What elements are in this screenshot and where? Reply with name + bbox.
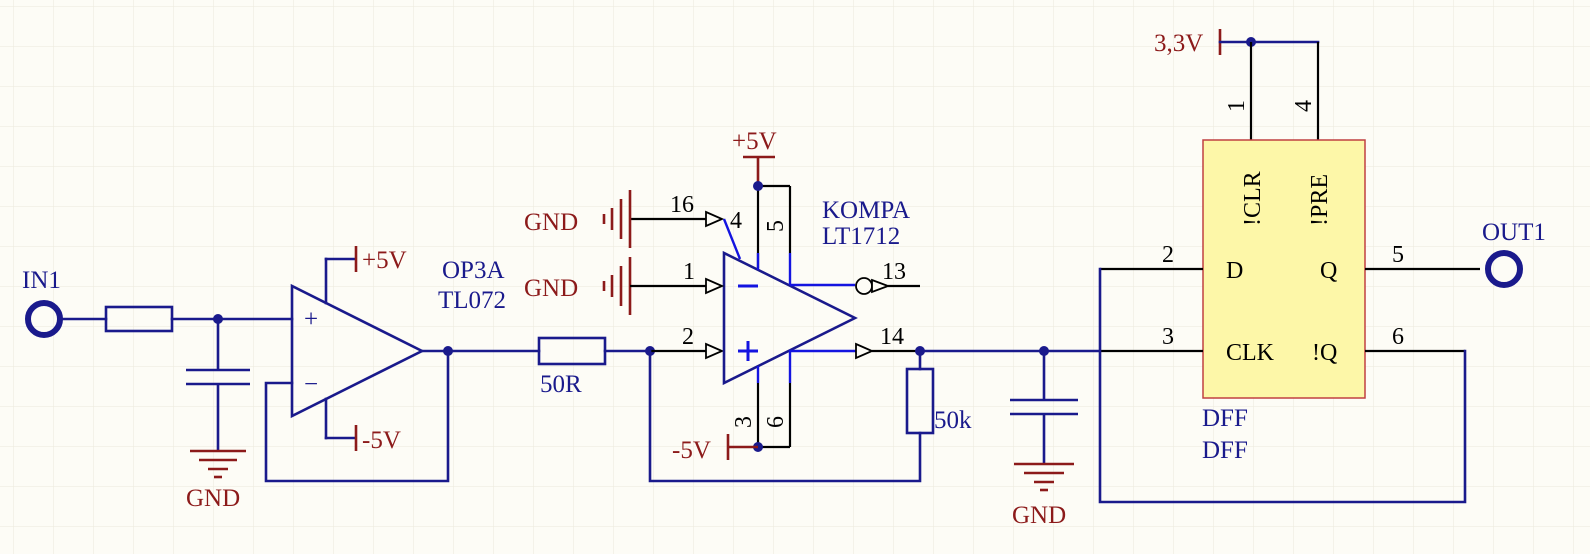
dff-pin2-number: 2 — [1162, 242, 1174, 268]
comp-pin2-arrow — [705, 342, 725, 360]
dff-pin1-number: 1 — [1224, 100, 1250, 112]
gnd-label-3: GND — [524, 275, 578, 302]
comp-pin13-arrow — [871, 278, 891, 294]
junction-node — [443, 346, 453, 356]
dff-pin4-number: 4 — [1291, 100, 1317, 112]
output-port-out1[interactable] — [1485, 250, 1523, 288]
gnd-symbol — [190, 449, 246, 479]
opamp-plus-sign: + — [304, 306, 318, 333]
comp-pin6-number: 6 — [763, 416, 789, 428]
v33-label: 3,3V — [1154, 30, 1203, 57]
dff-designator: DFF — [1202, 405, 1248, 432]
comparator-designator: KOMPA — [822, 197, 910, 224]
comp-pin1-number: 1 — [683, 259, 695, 285]
comp-pin14-number: 14 — [880, 324, 904, 350]
gnd-label: GND — [186, 485, 240, 512]
gnd-symbol-2 — [602, 190, 632, 248]
comp-pin13-bubble — [855, 277, 873, 295]
resistor-50k-label: 50k — [934, 407, 972, 434]
resistor-50r-label: 50R — [540, 371, 582, 398]
junction-node — [753, 181, 763, 191]
comp-pin4-number: 4 — [730, 208, 742, 234]
minus5v-label-2: -5V — [672, 437, 711, 464]
load-resistor-50k[interactable] — [905, 367, 935, 435]
comp-pin1-arrow — [705, 277, 725, 295]
wire-qbar-to-d-feedback — [1098, 267, 1467, 504]
gnd-label-4: GND — [1012, 502, 1066, 529]
wire-hysteresis-loop — [648, 349, 922, 483]
dff-pin5-number: 5 — [1392, 242, 1404, 268]
input-port-label: IN1 — [22, 267, 61, 294]
minus5v-label: -5V — [362, 427, 401, 454]
dff-body[interactable] — [1202, 139, 1366, 399]
gnd-symbol-4 — [1014, 462, 1074, 492]
plus5v-label: +5V — [362, 247, 407, 274]
comp-pin14-arrow — [855, 342, 875, 360]
dff-clk-label: CLK — [1226, 340, 1275, 366]
comp-pin3-number: 3 — [731, 416, 757, 428]
opamp-triangle[interactable] — [290, 283, 425, 419]
plus5v-label-2: +5V — [732, 128, 777, 155]
wire-opamp-feedback — [264, 349, 450, 483]
comp-pin5-number: 5 — [763, 220, 789, 232]
dff-pre-label: !PRE — [1307, 174, 1333, 226]
comp-plus-sign — [738, 341, 758, 361]
comp-pin16-number: 16 — [670, 192, 694, 218]
comparator-part-number: LT1712 — [822, 223, 900, 250]
dff-clr-label: !CLR — [1240, 171, 1266, 226]
comp-pin16-arrow — [705, 210, 725, 228]
opamp-minus-sign: − — [304, 371, 318, 398]
opamp-designator: OP3A — [442, 257, 505, 284]
dff-q-label: Q — [1320, 258, 1337, 284]
dff-pin6-number: 6 — [1392, 324, 1404, 350]
dff-qbar-label: !Q — [1312, 340, 1337, 366]
dff-pin3-number: 3 — [1162, 324, 1174, 350]
dff-d-label: D — [1226, 258, 1243, 284]
comp-pin2-number: 2 — [682, 324, 694, 350]
comp-pin13-number: 13 — [882, 259, 906, 285]
opamp-part-number: TL072 — [438, 287, 506, 314]
comp-pin16-blue — [722, 218, 742, 260]
gnd-label-2: GND — [524, 209, 578, 236]
dff-part: DFF — [1202, 437, 1248, 464]
output-port-label: OUT1 — [1482, 219, 1546, 246]
